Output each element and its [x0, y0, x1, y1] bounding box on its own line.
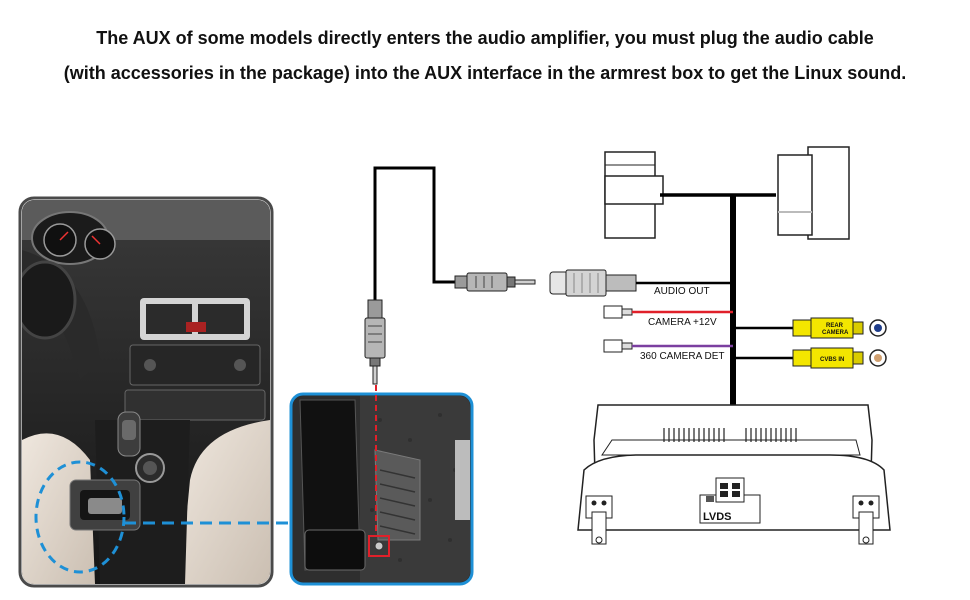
audio-out-jack: [549, 269, 637, 297]
label-rear-camera-1: REAR: [826, 323, 844, 329]
rear-camera-rca: [792, 317, 887, 339]
bracket-left: [585, 495, 613, 545]
armrest-closeup-photo: [289, 392, 474, 586]
head-unit: [577, 404, 891, 545]
label-cvbs-in: CVBS IN: [820, 357, 844, 363]
bracket-right: [852, 495, 880, 545]
aux-cable: [364, 166, 536, 385]
car-interior-photo: [18, 196, 274, 588]
label-audio-out: AUDIO OUT: [654, 286, 710, 297]
caption-line-2: (with accessories in the package) into t…: [63, 63, 907, 83]
label-rear-camera-2: CAMERA: [822, 330, 849, 336]
connector-left: [604, 151, 664, 239]
cvbs-in-rca: [792, 347, 887, 369]
label-lvds: LVDS: [703, 511, 732, 523]
caption-line-1: The AUX of some models directly enters t…: [96, 28, 874, 48]
label-360-camera-det: 360 CAMERA DET: [640, 351, 724, 362]
label-camera-12v: CAMERA +12V: [648, 317, 717, 328]
connector-right: [777, 146, 850, 240]
callout-highlight: [34, 460, 290, 574]
